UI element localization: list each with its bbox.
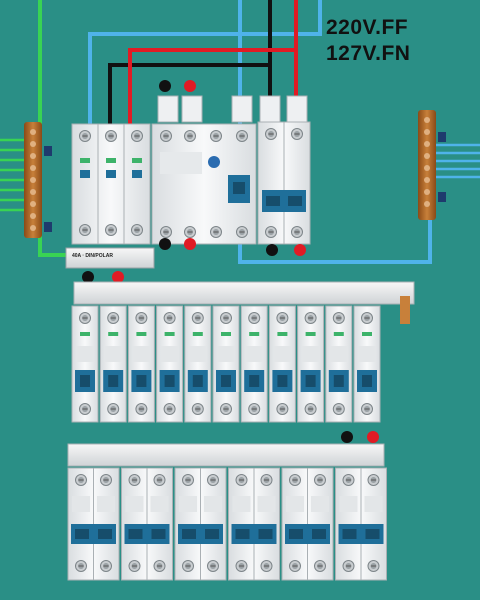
phase-wire-black [108, 0, 272, 124]
row2-breakers [67, 467, 387, 581]
breaker-1p [71, 305, 99, 423]
main-breaker [257, 121, 311, 245]
voltage-label-ff: 220V.FF [326, 16, 409, 39]
ground-busbar [24, 122, 52, 238]
neutral-busbar [418, 110, 446, 220]
voltage-label-fn: 127V.FN [326, 42, 411, 65]
breaker-1p [184, 305, 212, 423]
breaker-1p [156, 305, 184, 423]
breaker-1p [240, 305, 268, 423]
row2-comb-busbar [67, 443, 385, 467]
rcd [151, 123, 257, 245]
breaker-2p [174, 467, 227, 581]
breaker-1p [268, 305, 296, 423]
surge-protectors [71, 123, 151, 245]
surge-busbar [65, 247, 155, 269]
row1-breakers [71, 305, 381, 423]
ground-wire [0, 0, 70, 257]
breaker-1p [325, 305, 353, 423]
breaker-2p [67, 467, 120, 581]
breaker-2p [121, 467, 173, 581]
breaker-1p [127, 305, 155, 423]
row1-comb-busbar [73, 281, 415, 324]
breaker-1p [212, 305, 240, 423]
connection-dots [82, 80, 379, 443]
breaker-2p [335, 467, 387, 581]
breaker-2p [228, 467, 280, 581]
top-terminals [157, 95, 308, 123]
breaker-2p [281, 467, 334, 581]
comb-busbar-label: 40A · DIN/POLAR [72, 253, 113, 259]
breaker-1p [297, 305, 325, 423]
phase-wire-red [128, 0, 298, 124]
breaker-1p [353, 305, 381, 423]
breaker-1p [99, 305, 127, 423]
